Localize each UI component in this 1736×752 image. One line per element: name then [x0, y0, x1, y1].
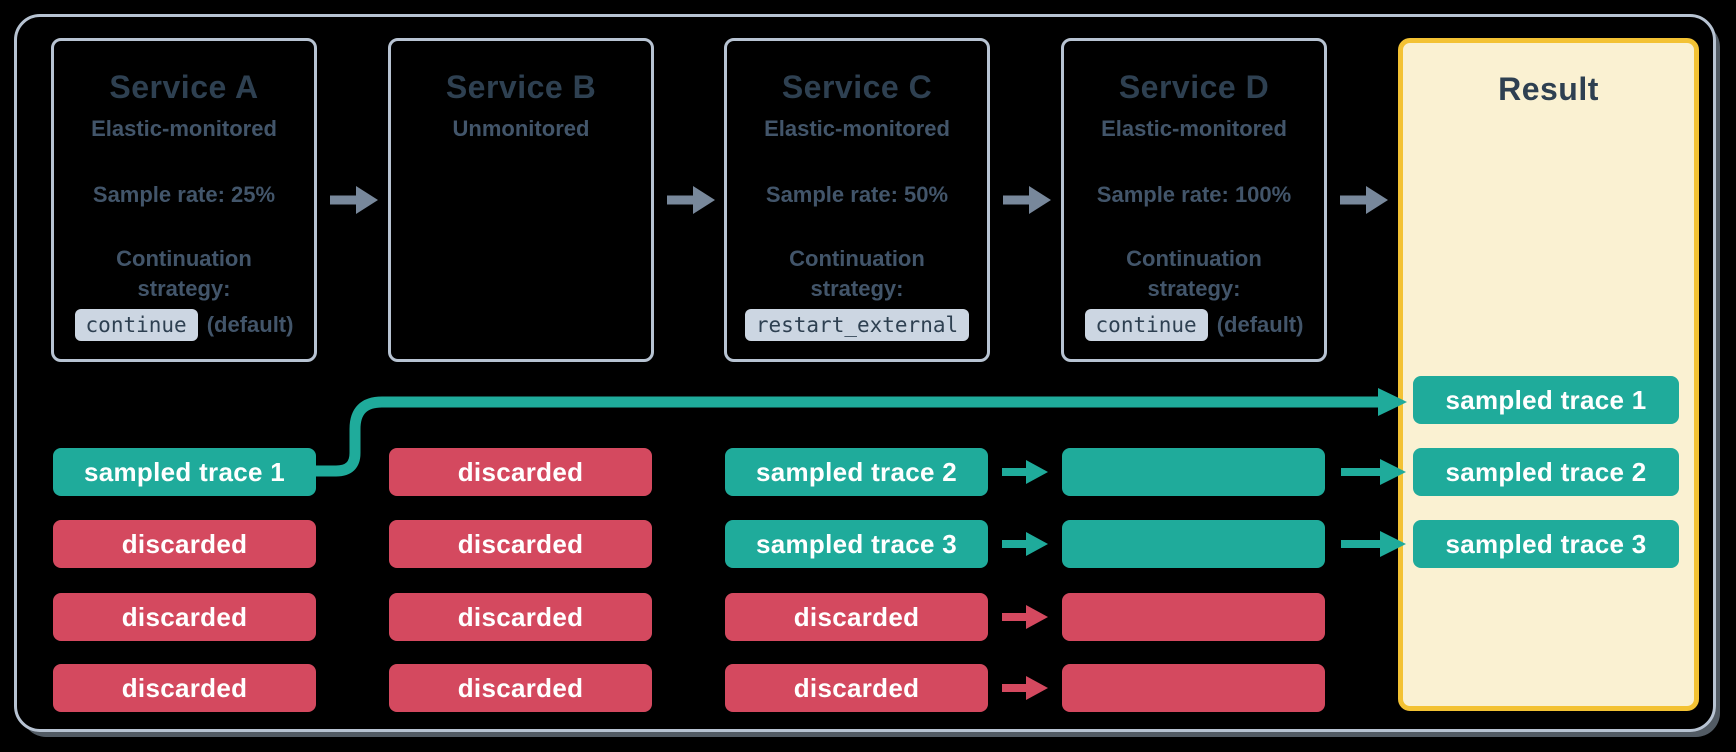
trace-box-b-row3: discarded: [389, 593, 652, 641]
service-d-monitoring: Elastic-monitored: [1101, 116, 1287, 141]
service-d-sample-rate: Sample rate: 100%: [1096, 182, 1292, 207]
trace-box-d-row2: [1062, 520, 1325, 568]
service-a-monitoring: Elastic-monitored: [91, 116, 277, 141]
service-d-strategy-code-chip: continue: [1084, 309, 1208, 342]
service-d-strategy-label: Continuation strategy:: [1126, 246, 1262, 301]
result-title: Result: [1498, 71, 1599, 107]
trace-box-c-row2: sampled trace 3: [725, 520, 988, 568]
trace-box-a-row3: discarded: [53, 593, 316, 641]
service-c-strategy-label: Continuation strategy:: [789, 246, 925, 301]
trace-box-a-row4: discarded: [53, 664, 316, 712]
result-card: Result: [1398, 38, 1699, 711]
service-d-card: Service D Elastic-monitored Sample rate:…: [1061, 38, 1327, 362]
diagram-frame: [14, 14, 1716, 732]
service-d-title: Service D: [1118, 69, 1270, 105]
trace-box-a-row1: sampled trace 1: [53, 448, 316, 496]
service-c-strategy-code-chip: restart_external: [744, 309, 970, 342]
trace-box-d-row3: [1062, 593, 1325, 641]
trace-box-c-row3: discarded: [725, 593, 988, 641]
service-c-card: Service C Elastic-monitored Sample rate:…: [724, 38, 990, 362]
trace-box-a-row2: discarded: [53, 520, 316, 568]
service-a-strategy-label: Continuation strategy:: [116, 246, 252, 301]
service-b-card: Service B Unmonitored: [388, 38, 654, 362]
trace-box-d-row4: [1062, 664, 1325, 712]
service-a-strategy-code-chip: continue: [74, 309, 198, 342]
service-b-monitoring: Unmonitored: [452, 116, 590, 141]
result-trace-2: sampled trace 2: [1413, 448, 1679, 496]
service-c-sample-rate: Sample rate: 50%: [765, 182, 949, 207]
trace-box-b-row4: discarded: [389, 664, 652, 712]
result-trace-1: sampled trace 1: [1413, 376, 1679, 424]
trace-box-b-row2: discarded: [389, 520, 652, 568]
service-a-title: Service A: [109, 69, 259, 105]
trace-box-c-row1: sampled trace 2: [725, 448, 988, 496]
trace-box-c-row4: discarded: [725, 664, 988, 712]
result-trace-3: sampled trace 3: [1413, 520, 1679, 568]
service-b-title: Service B: [445, 69, 597, 105]
service-c-monitoring: Elastic-monitored: [764, 116, 950, 141]
service-c-title: Service C: [781, 69, 933, 105]
service-d-strategy-default-suffix: (default): [1216, 312, 1304, 338]
trace-box-d-row1: [1062, 448, 1325, 496]
service-a-strategy-default-suffix: (default): [206, 312, 294, 338]
service-a-card: Service A Elastic-monitored Sample rate:…: [51, 38, 317, 362]
service-a-sample-rate: Sample rate: 25%: [92, 182, 276, 207]
trace-box-b-row1: discarded: [389, 448, 652, 496]
